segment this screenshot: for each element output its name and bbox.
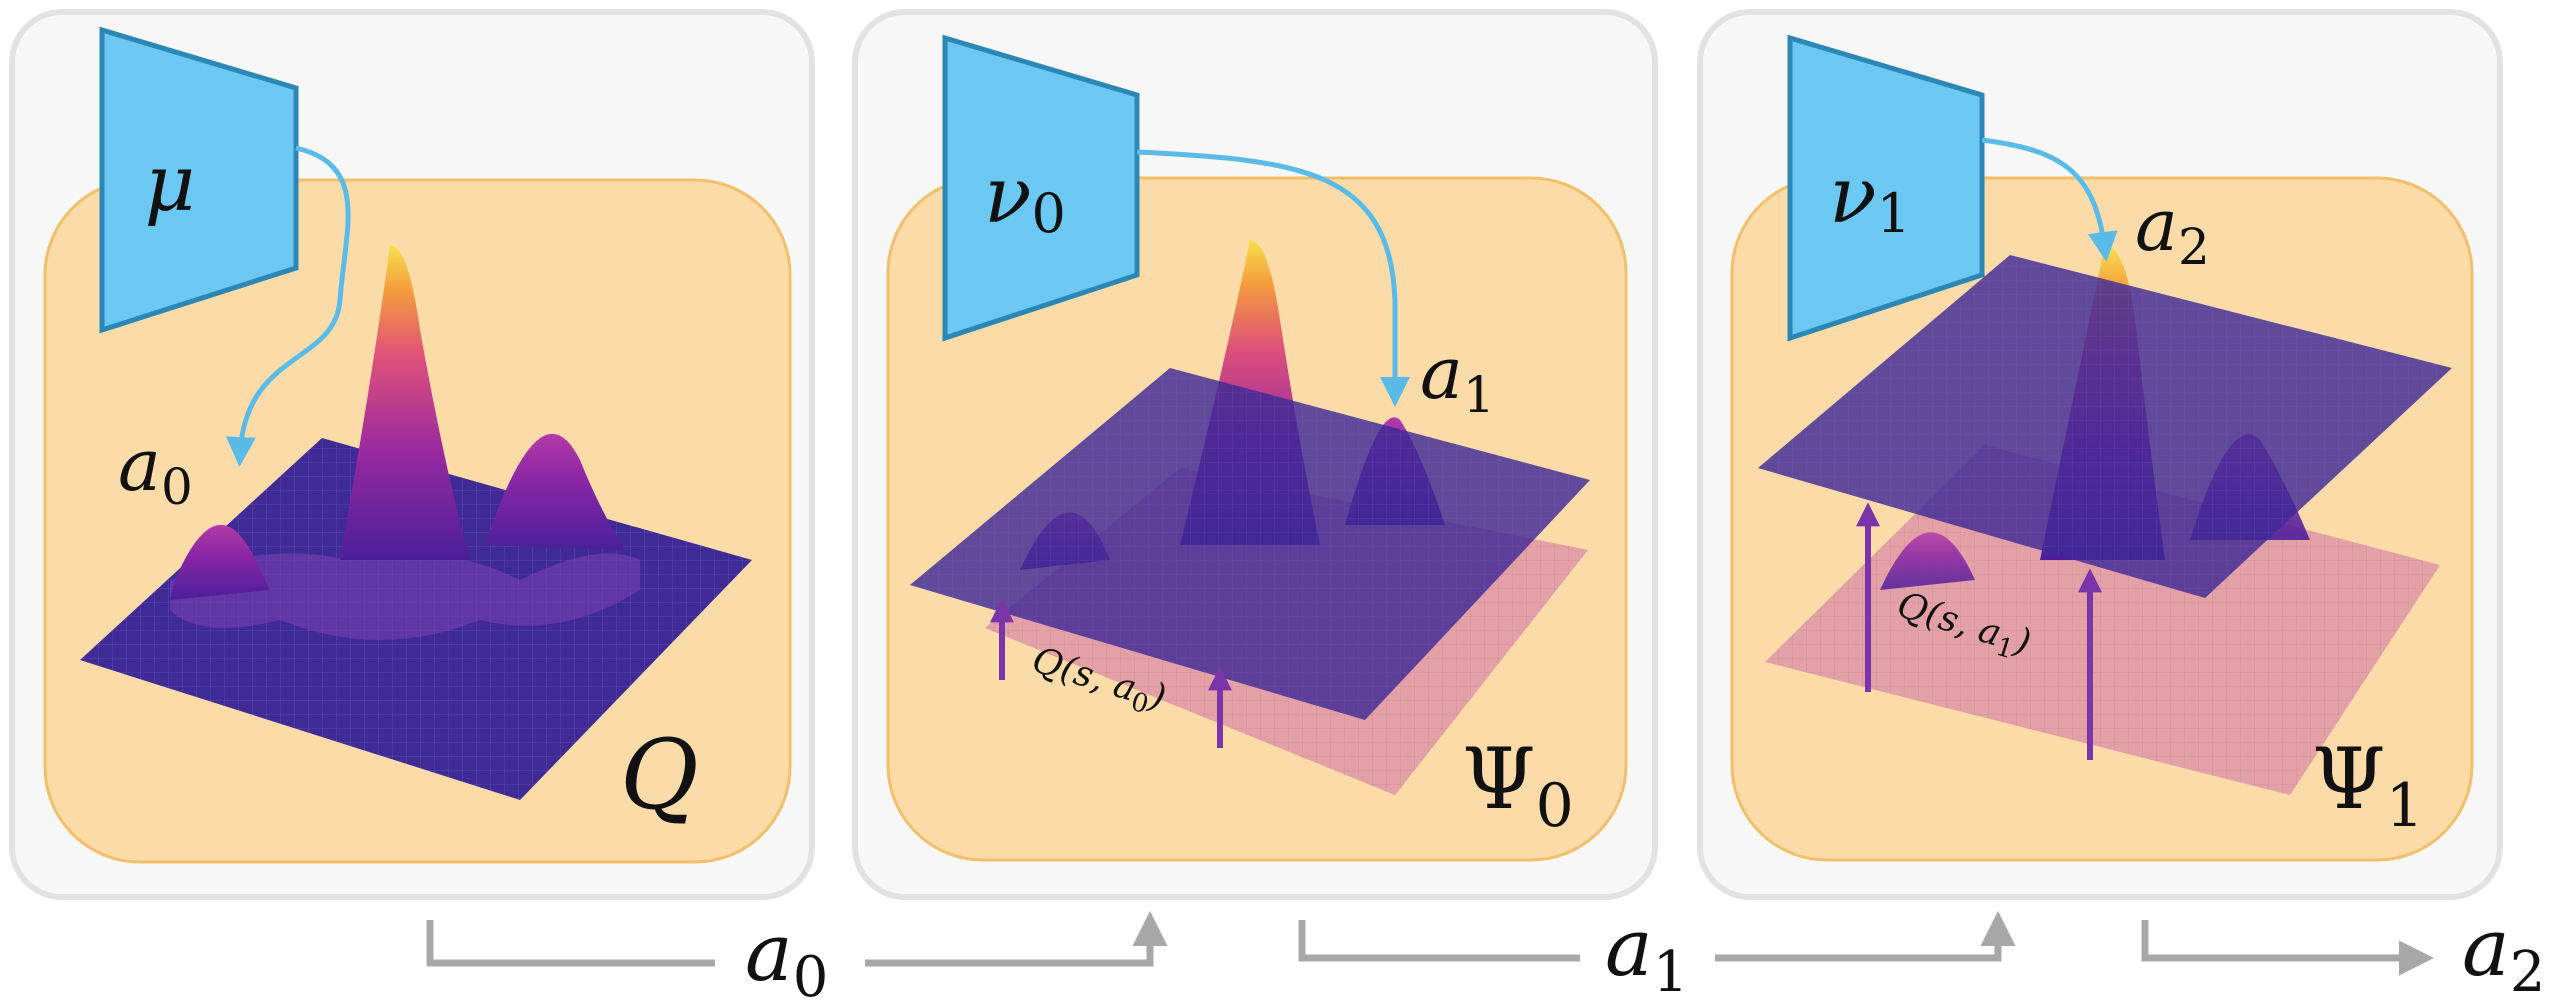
q-peak-right (485, 433, 625, 550)
nu0-network (942, 34, 1140, 342)
flow-arrow-a1-in (1298, 920, 1580, 962)
flow-a1-letter: a (1605, 901, 1653, 994)
flow-label-a2: a2 (2462, 901, 2545, 1003)
flow-label-a1: a1 (1605, 901, 1688, 1003)
psi1-sub: 1 (2386, 771, 2424, 841)
flow-a0-letter: a (745, 906, 793, 999)
mu-network-label: μ (145, 139, 196, 229)
flow-arrow-a0-in (426, 920, 715, 967)
psi0-output-label: a1 (1420, 331, 1495, 424)
panel-q: μ a0 Q (9, 9, 815, 900)
q-peak-main (340, 245, 470, 560)
q-peak-left (170, 524, 270, 600)
psi1-letter: Ψ (2312, 730, 2386, 828)
q-surface-label: Q (620, 719, 699, 831)
nu0-sub: 0 (1032, 182, 1066, 245)
q-output-letter: a (118, 423, 161, 507)
nu1-network-label: ν1 (1829, 151, 1911, 245)
flow-a2-letter: a (2462, 901, 2510, 994)
psi1-output-letter: a (2135, 183, 2178, 267)
mu-network (99, 26, 299, 334)
nu0-output-arrow (1136, 149, 1410, 407)
panel-psi1: Q(s, a1) ν1 a2 Ψ1 (1697, 9, 2503, 900)
psi0-plane-grid (910, 368, 1590, 720)
q-output-label: a0 (118, 423, 193, 516)
psi1-surface-label: Ψ1 (2312, 730, 2424, 841)
nu1-sub: 1 (1877, 182, 1911, 245)
psi0-output-letter: a (1420, 331, 1463, 415)
svg-text:a2: a2 (2135, 183, 2210, 276)
q-output-sub: 0 (161, 458, 193, 516)
flow-a2-sub: 2 (2510, 940, 2546, 1003)
mu-output-arrow (225, 145, 351, 467)
flow-arrow-a2 (2141, 920, 2434, 976)
nu0-letter: ν (984, 151, 1031, 241)
psi1-output-label: a2 (2135, 183, 2210, 276)
flow-a1-sub: 1 (1653, 940, 1689, 1003)
flow-label-a0: a0 (745, 906, 828, 1003)
panel-psi0: Q(s, a0) ν0 a1 Ψ0 (852, 9, 1658, 900)
flow-arrow-a0-out (865, 911, 1168, 967)
psi0-output-sub: 1 (1463, 366, 1495, 424)
svg-text:a1: a1 (1420, 331, 1495, 424)
action-flow: a0 a1 a2 (426, 901, 2545, 1003)
psi0-letter: Ψ (1462, 730, 1536, 828)
nu1-network (1787, 34, 1985, 342)
psi0-surface-label: Ψ0 (1462, 730, 1574, 841)
psi1-output-sub: 2 (2178, 218, 2210, 276)
psi1-plane-grid (1758, 255, 2452, 598)
flow-arrow-a1-out (1715, 911, 2016, 962)
nu1-letter: ν (1829, 151, 1876, 241)
nu1-output-arrow (1981, 137, 2118, 262)
psi0-sub: 0 (1536, 771, 1574, 841)
svg-text:a0: a0 (118, 423, 193, 516)
q-surface-ripple (170, 553, 640, 640)
psi1-peak-left (1880, 532, 1975, 590)
nu0-network-label: ν0 (984, 151, 1066, 245)
flow-a0-sub: 0 (793, 945, 829, 1003)
